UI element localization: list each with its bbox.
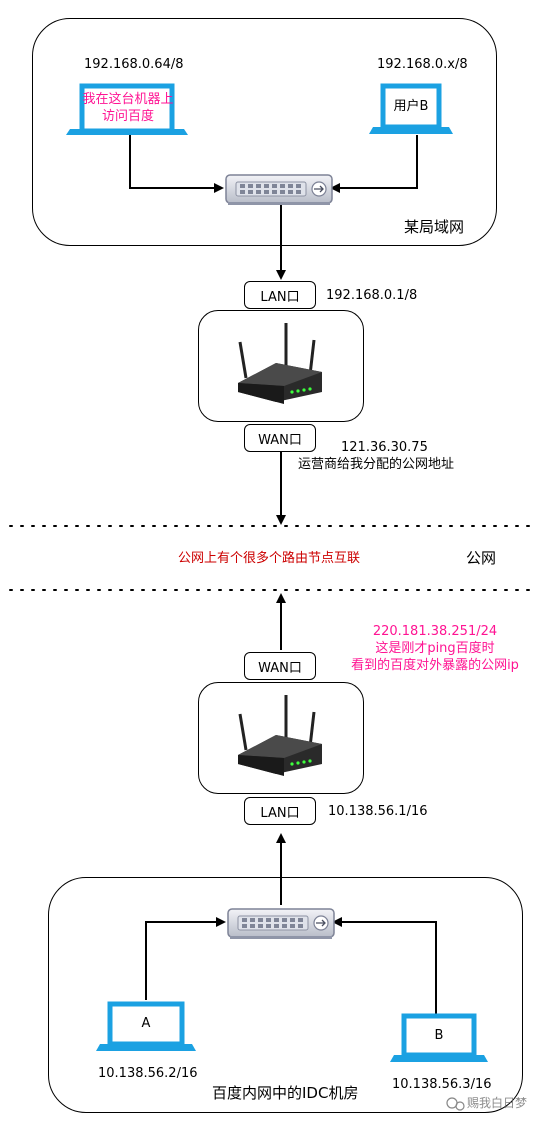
host-left-ip: 192.168.0.64/8 (84, 57, 184, 72)
host-b-label: B (434, 1027, 444, 1043)
wire-host-b-to-switch (332, 917, 437, 1014)
host-a-ip: 10.138.56.2/16 (98, 1066, 198, 1081)
wire-host-a-to-switch (145, 917, 226, 1000)
router-top-wan-note: 运营商给我分配的公网地址 (298, 457, 455, 472)
laptop-icon-host-a (96, 1001, 196, 1051)
host-right-label: 用户B (393, 98, 429, 114)
laptop-icon-host-b (390, 1013, 488, 1062)
router-top-lan-port: LAN口 (244, 281, 316, 309)
router-bottom-wan-port: WAN口 (244, 652, 316, 680)
laptop-icon-host-right (369, 83, 453, 134)
watermark-text: 赐我白日梦 (467, 1096, 528, 1110)
host-left-note: 我在这台机器上 访问百度 (76, 90, 180, 128)
router-icon-bottom (238, 695, 322, 776)
watermark-icon (446, 1097, 465, 1111)
bottom-lan-title: 百度内网中的IDC机房 (212, 1084, 359, 1102)
top-lan-title: 某局域网 (404, 218, 465, 236)
wire-host-right-to-switch (330, 135, 418, 193)
host-left-note-line1: 我在这台机器上 (82, 92, 174, 108)
router-icon-top (238, 323, 322, 404)
host-a-label: A (141, 1016, 151, 1032)
switch-icon-bottom (227, 908, 335, 939)
host-left-note-line2: 访问百度 (101, 109, 154, 124)
router-top-wan-port: WAN口 (244, 424, 316, 452)
router-bottom-wan-ip: 220.181.38.251/24 (372, 624, 498, 639)
router-bottom-wan-note-line2: 看到的百度对外暴露的公网ip (351, 658, 519, 673)
internet-note: 公网上有个很多个路由节点互联 (178, 551, 361, 566)
host-b-ip: 10.138.56.3/16 (392, 1077, 492, 1092)
laptop-icon-host-left (66, 83, 188, 135)
router-bottom-lan-ip: 10.138.56.1/16 (328, 804, 428, 819)
router-top-lan-ip: 192.168.0.1/8 (326, 288, 418, 303)
router-bottom-wan-note-line1: 这是刚才ping百度时 (375, 641, 495, 656)
switch-icon-top (225, 174, 333, 205)
router-top-wan-ip: 121.36.30.75 (341, 440, 428, 455)
wire-host-left-to-switch (129, 135, 224, 193)
internet-label: 公网 (466, 549, 497, 567)
host-right-ip: 192.168.0.x/8 (377, 57, 468, 72)
router-bottom-lan-port: LAN口 (244, 797, 316, 825)
